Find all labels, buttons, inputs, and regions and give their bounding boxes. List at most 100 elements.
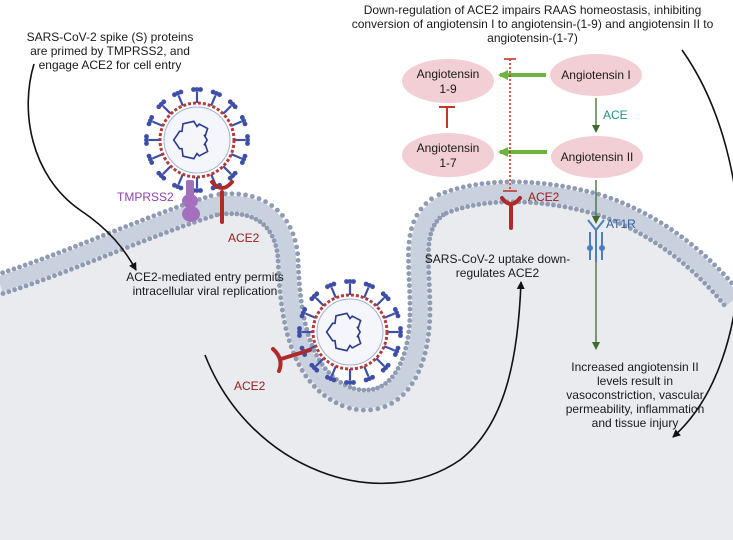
phospholipid-head bbox=[333, 400, 339, 406]
phospholipid-head bbox=[80, 262, 86, 268]
phospholipid-head bbox=[425, 338, 431, 343]
phospholipid-head bbox=[351, 386, 357, 392]
phospholipid-head bbox=[426, 258, 431, 264]
phospholipid-head bbox=[275, 264, 281, 270]
phospholipid-head bbox=[287, 224, 293, 230]
phospholipid-head bbox=[379, 383, 385, 389]
phospholipid-head bbox=[414, 212, 420, 218]
phospholipid-head bbox=[716, 266, 722, 272]
phospholipid-head bbox=[130, 242, 136, 248]
phospholipid-head bbox=[676, 257, 682, 263]
phospholipid-head bbox=[404, 340, 410, 346]
viral-interior bbox=[316, 298, 384, 366]
phospholipid-head bbox=[157, 211, 162, 217]
spike-head bbox=[156, 170, 162, 176]
phospholipid-head bbox=[648, 237, 653, 243]
spike-head bbox=[172, 182, 177, 188]
spike-head bbox=[344, 279, 349, 284]
phospholipid-head bbox=[449, 208, 454, 214]
phospholipid-head bbox=[97, 255, 102, 261]
spike-head bbox=[227, 175, 233, 181]
phospholipid-head bbox=[249, 194, 255, 199]
spike-head bbox=[351, 279, 356, 284]
phospholipid-head bbox=[311, 384, 317, 389]
phospholipid-head bbox=[504, 179, 510, 185]
phospholipid-head bbox=[602, 193, 608, 199]
phospholipid-head bbox=[407, 312, 413, 318]
angiotensin-1-9-pill bbox=[402, 59, 494, 103]
phospholipid-head bbox=[702, 280, 708, 286]
phospholipid-head bbox=[674, 230, 680, 236]
spike-head bbox=[351, 380, 356, 385]
phospholipid-head bbox=[522, 199, 528, 205]
phospholipid-head bbox=[386, 378, 392, 383]
phospholipid-head bbox=[395, 396, 401, 402]
phospholipid-head bbox=[383, 381, 388, 386]
phospholipid-head bbox=[353, 407, 359, 412]
spike-protein bbox=[305, 312, 317, 319]
phospholipid-head bbox=[578, 187, 584, 193]
phospholipid-head bbox=[669, 227, 674, 232]
phospholipid-head bbox=[436, 192, 442, 198]
phospholipid-head bbox=[322, 366, 328, 372]
phospholipid-head bbox=[485, 180, 491, 186]
phospholipid-head bbox=[527, 200, 533, 205]
spike-head bbox=[198, 188, 203, 193]
phospholipid-head bbox=[482, 201, 487, 206]
outcome-caption: Increased angiotensin II levels result i… bbox=[565, 360, 705, 430]
phospholipid-head bbox=[382, 404, 388, 409]
phospholipid-head bbox=[523, 179, 529, 185]
phospholipid-head bbox=[426, 331, 431, 337]
phospholipid-head bbox=[516, 179, 522, 185]
phospholipid-head bbox=[11, 266, 17, 272]
phospholipid-head bbox=[405, 335, 411, 340]
ace-label: ACE bbox=[603, 108, 628, 122]
phospholipid-head bbox=[657, 243, 663, 249]
phospholipid-head bbox=[168, 207, 174, 212]
phospholipid-head bbox=[368, 407, 373, 413]
spike-head bbox=[398, 329, 403, 335]
phospholipid-head bbox=[271, 238, 277, 244]
phospholipid-head bbox=[108, 251, 114, 257]
spike-head bbox=[198, 87, 203, 92]
phospholipid-head bbox=[164, 229, 169, 235]
spike-protein bbox=[230, 120, 242, 127]
ace2-receptor-surface bbox=[210, 180, 234, 224]
phospholipid-head bbox=[84, 239, 89, 245]
phospholipid-head bbox=[100, 232, 106, 238]
phospholipid-head bbox=[366, 387, 371, 393]
ace2-vesicle-label: ACE2 bbox=[234, 379, 266, 393]
spike-head bbox=[245, 137, 250, 143]
phospholipid-head bbox=[0, 270, 6, 276]
phospholipid-head bbox=[277, 289, 283, 295]
phospholipid-head bbox=[151, 213, 157, 219]
spike-head bbox=[347, 380, 353, 385]
phospholipid-head bbox=[169, 227, 175, 233]
phospholipid-head bbox=[625, 202, 631, 208]
phospholipid-head bbox=[653, 240, 658, 246]
phospholipid-head bbox=[305, 332, 311, 338]
phospholipid-head bbox=[275, 258, 281, 264]
phospholipid-head bbox=[296, 362, 302, 368]
phospholipid-head bbox=[293, 356, 299, 362]
spike-head bbox=[217, 92, 222, 98]
phospholipid-head bbox=[703, 253, 708, 259]
phospholipid-head bbox=[285, 332, 290, 338]
phospholipid-head bbox=[427, 288, 432, 294]
phospholipid-head bbox=[406, 329, 412, 335]
phospholipid-head bbox=[426, 264, 431, 270]
phospholipid-head bbox=[298, 293, 303, 298]
phospholipid-head bbox=[134, 219, 140, 225]
spike-head bbox=[297, 326, 302, 331]
phospholipid-head bbox=[264, 225, 270, 231]
top-caption: Down-regulation of ACE2 impairs RAAS hom… bbox=[351, 3, 714, 45]
phospholipid-head bbox=[39, 256, 45, 262]
phospholipid-head bbox=[295, 257, 301, 263]
phospholipid-head bbox=[556, 203, 562, 209]
angiotensin-1-7-pill bbox=[402, 133, 494, 177]
phospholipid-head bbox=[590, 211, 596, 216]
phospholipid-head bbox=[467, 183, 472, 189]
phospholipid-head bbox=[429, 227, 435, 232]
spike-protein bbox=[363, 365, 370, 377]
